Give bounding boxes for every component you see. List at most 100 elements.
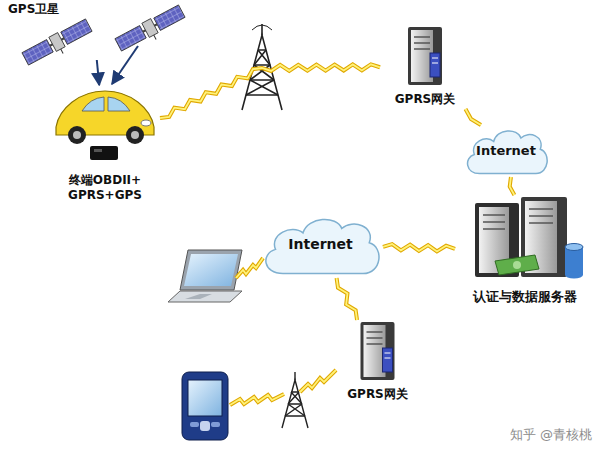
illustration-part (495, 255, 539, 275)
arrow-line (97, 60, 99, 85)
text-holder: Internet (258, 212, 383, 278)
satellite-group: GPS卫星 (5, 2, 183, 60)
illustration-part (188, 380, 222, 416)
node-label: GPRS网关 (395, 92, 456, 107)
illustration-part (408, 27, 442, 85)
laptop (168, 250, 242, 302)
illustration-part (513, 261, 521, 269)
illustration-part (142, 19, 158, 38)
link-stroke (510, 177, 515, 195)
internet-cloud: Internet (462, 125, 550, 177)
illustration-part (230, 394, 284, 405)
gateway-server: GPRS网关 (335, 320, 420, 404)
illustration-part (285, 392, 305, 416)
illustration-part (90, 146, 118, 160)
illustration-part (185, 294, 212, 299)
node-label: GPRS网关 (347, 387, 408, 402)
illustration-part (115, 26, 146, 52)
wireless-link (230, 258, 336, 405)
illustration-part (154, 35, 156, 39)
illustration-part (468, 131, 548, 174)
vehicle-terminal: 终端OBDII+ GPRS+GPS (50, 85, 160, 205)
illustration-part (261, 24, 263, 35)
pda-device (182, 372, 228, 440)
illustration-part (565, 244, 583, 251)
wireless-link (510, 177, 515, 195)
illustration-part (126, 126, 144, 144)
illustration-part (211, 422, 220, 427)
illustration-part (468, 131, 548, 174)
illustration-part (367, 332, 383, 344)
illustration-part (252, 25, 272, 30)
internet-cloud: Internet (258, 212, 383, 278)
illustration-part (49, 33, 65, 52)
illustration-part (82, 97, 104, 111)
illustration-part (114, 4, 187, 56)
link-stroke (466, 109, 481, 125)
wireless-link (383, 244, 455, 251)
illustration-part (61, 19, 92, 45)
illustration-part (285, 392, 305, 416)
illustration-part (565, 247, 583, 275)
illustration-part (230, 394, 284, 405)
text-holder: GPRS网关 (380, 92, 470, 107)
illustration-part (21, 18, 94, 70)
illustration-part (61, 49, 63, 53)
wireless-link (466, 109, 481, 125)
link-stroke (337, 278, 357, 320)
illustration-part (236, 258, 263, 278)
gateway-server: GPRS网关 (380, 25, 470, 109)
illustration-part (266, 219, 379, 273)
node-label: 认证与数据服务器 (473, 289, 577, 305)
illustration-part (180, 250, 242, 290)
illustration-part (190, 422, 199, 427)
illustration-part (529, 209, 553, 223)
illustration-part (168, 291, 242, 302)
data-server: 认证与数据服务器 (455, 195, 595, 307)
wireless-link (337, 278, 357, 320)
signal-arrow (97, 60, 99, 85)
radio-tower (282, 372, 308, 428)
label-holder: 知乎 @青核桃 (510, 424, 592, 444)
node-label: Internet (476, 143, 536, 159)
text-holder: 终端OBDII+ GPRS+GPS (50, 173, 160, 203)
illustration-part (141, 120, 151, 126)
illustration-part (300, 370, 336, 392)
illustration-part (266, 219, 379, 273)
link-glow (160, 64, 380, 118)
illustration-part (154, 5, 185, 31)
node-label: Internet (288, 236, 352, 254)
illustration-part (131, 131, 139, 139)
text-holder: 认证与数据服务器 (455, 289, 595, 305)
illustration-part (414, 37, 430, 49)
link-glow (510, 177, 515, 195)
link-glow (383, 244, 455, 251)
link-stroke (383, 244, 455, 251)
wireless-link (160, 64, 380, 118)
illustration-part (565, 272, 583, 279)
illustration-part (22, 40, 53, 66)
illustration-part (236, 258, 263, 278)
illustration-part (432, 58, 438, 63)
link-stroke (160, 64, 380, 118)
text-holder: GPRS网关 (335, 387, 420, 402)
illustration-part (361, 322, 395, 380)
link-glow (337, 278, 357, 320)
signal-arrow (112, 46, 138, 84)
illustration-part (68, 126, 86, 144)
illustration-part (108, 97, 130, 111)
illustration-part (200, 421, 210, 431)
text-holder: Internet (462, 125, 550, 177)
illustration-part (483, 215, 505, 229)
illustration-part (242, 35, 282, 110)
text-holder: GPS卫星 (8, 2, 183, 17)
illustration-part (94, 149, 102, 152)
illustration-part (73, 131, 81, 139)
watermark: 知乎 @青核桃 (510, 427, 592, 442)
illustration-part (383, 348, 393, 372)
illustration-part (385, 353, 391, 358)
node-label: GPS卫星 (8, 2, 59, 17)
illustration-part (430, 53, 440, 77)
node-label: 终端OBDII+ GPRS+GPS (59, 173, 151, 203)
